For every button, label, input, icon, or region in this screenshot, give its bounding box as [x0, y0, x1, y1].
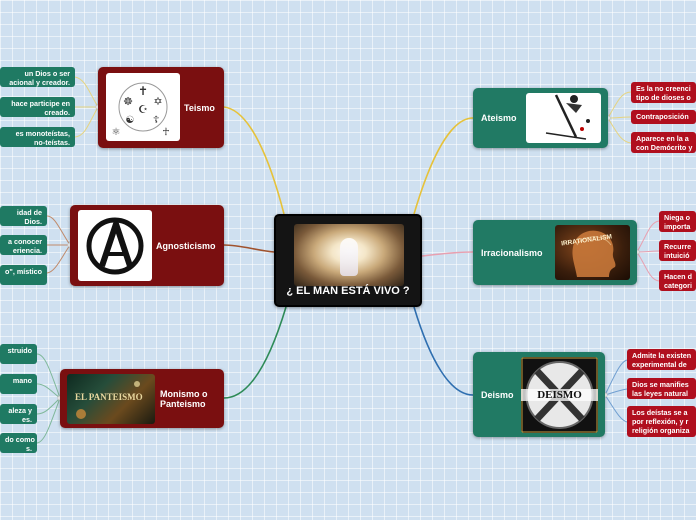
leaf-agnosticismo-1[interactable]: idad de Dios. — [0, 206, 47, 226]
leaf-teismo-2[interactable]: hace participe en creado. — [0, 97, 75, 117]
connector-agnosticismo — [224, 245, 274, 252]
leaf-teismo-3[interactable]: es monoteístas, no-teístas. — [0, 127, 75, 147]
leaf-deismo-2[interactable]: Dios se manifies las leyes natural — [627, 378, 696, 399]
svg-text:☸: ☸ — [123, 95, 133, 108]
topic-label: Monismo o Panteismo — [160, 389, 208, 409]
ateismo-image — [526, 93, 601, 143]
topic-irracionalismo[interactable]: Irracionalismo IRRATIONALISM — [473, 220, 637, 285]
connector-teismo — [224, 107, 284, 214]
agnostic-a-icon — [78, 210, 152, 281]
hanging-figure-icon — [526, 93, 601, 143]
leaf-teismo-1[interactable]: un Dios o ser acional y creador. — [0, 67, 75, 87]
connector-monismo — [224, 307, 286, 398]
deismo-image-text: DEISMO — [521, 389, 598, 401]
svg-text:☪: ☪ — [138, 103, 148, 116]
leaf-monismo-2[interactable]: mano — [0, 374, 37, 394]
leaf-ateismo-3[interactable]: Aparece en la a con Demócrito y — [631, 132, 696, 153]
leaf-irracionalismo-1[interactable]: Niega o importa — [659, 211, 696, 232]
svg-text:☦: ☦ — [153, 115, 160, 126]
religious-symbols-image: ✝ ☸ ✡ ☪ ☯ ☦ ⚛ ☥ — [106, 73, 180, 141]
leaf-agnosticismo-2[interactable]: a conocer eriencia. — [0, 235, 47, 255]
topic-ateismo[interactable]: Ateismo — [473, 88, 608, 148]
connector-ateismo — [414, 118, 473, 214]
topic-deismo[interactable]: Deismo DEISMO — [473, 352, 605, 437]
topic-label: Irracionalismo — [481, 248, 543, 258]
leaf-ateismo-2[interactable]: Contraposición — [631, 110, 696, 124]
connector-irracionalismo — [422, 252, 473, 256]
leaf-irracionalismo-3[interactable]: Hacen d categori — [659, 270, 696, 291]
svg-text:✡: ✡ — [153, 95, 162, 108]
glowing-figure — [340, 238, 358, 276]
svg-text:✝: ✝ — [138, 84, 148, 98]
irracionalismo-image: IRRATIONALISM — [555, 225, 630, 280]
agnostic-symbol-image — [78, 210, 152, 281]
deismo-image: DEISMO — [521, 357, 598, 433]
topic-teismo[interactable]: ✝ ☸ ✡ ☪ ☯ ☦ ⚛ ☥ Teismo — [98, 67, 224, 148]
leaf-deismo-3[interactable]: Los deístas se a por reflexión, y r reli… — [627, 406, 696, 437]
leaf-irracionalismo-2[interactable]: Recurre intuició — [659, 240, 696, 261]
leaf-monismo-3[interactable]: aleza y es. — [0, 404, 37, 424]
topic-agnosticismo[interactable]: Agnosticismo — [70, 205, 224, 286]
central-image — [294, 224, 404, 286]
leaf-deismo-1[interactable]: Admite la existen experimental de — [627, 349, 696, 370]
central-node[interactable]: ¿ EL MAN ESTÁ VIVO ? — [274, 214, 422, 307]
head-profile-icon — [555, 225, 630, 280]
panteismo-image: EL PANTEISMO — [67, 374, 155, 424]
central-title: ¿ EL MAN ESTÁ VIVO ? — [276, 285, 420, 297]
svg-text:⚛: ⚛ — [112, 127, 121, 138]
leaf-monismo-4[interactable]: do como s. — [0, 433, 37, 453]
topic-monismo[interactable]: EL PANTEISMO Monismo o Panteismo — [60, 369, 224, 428]
religious-symbols-icon: ✝ ☸ ✡ ☪ ☯ ☦ ⚛ ☥ — [106, 73, 180, 141]
topic-label: Agnosticismo — [156, 241, 216, 251]
svg-text:☯: ☯ — [126, 115, 135, 126]
svg-text:☥: ☥ — [162, 127, 169, 138]
connector-deismo — [414, 307, 473, 395]
planet-icon — [67, 374, 155, 424]
leaf-ateismo-1[interactable]: Es la no creenci tipo de dioses o — [631, 82, 696, 103]
topic-label: Ateismo — [481, 113, 517, 123]
leaf-monismo-1[interactable]: struido — [0, 344, 37, 364]
leaf-agnosticismo-3[interactable]: o", místico — [0, 265, 47, 285]
topic-label: Deismo — [481, 390, 514, 400]
topic-label: Teismo — [184, 103, 215, 113]
